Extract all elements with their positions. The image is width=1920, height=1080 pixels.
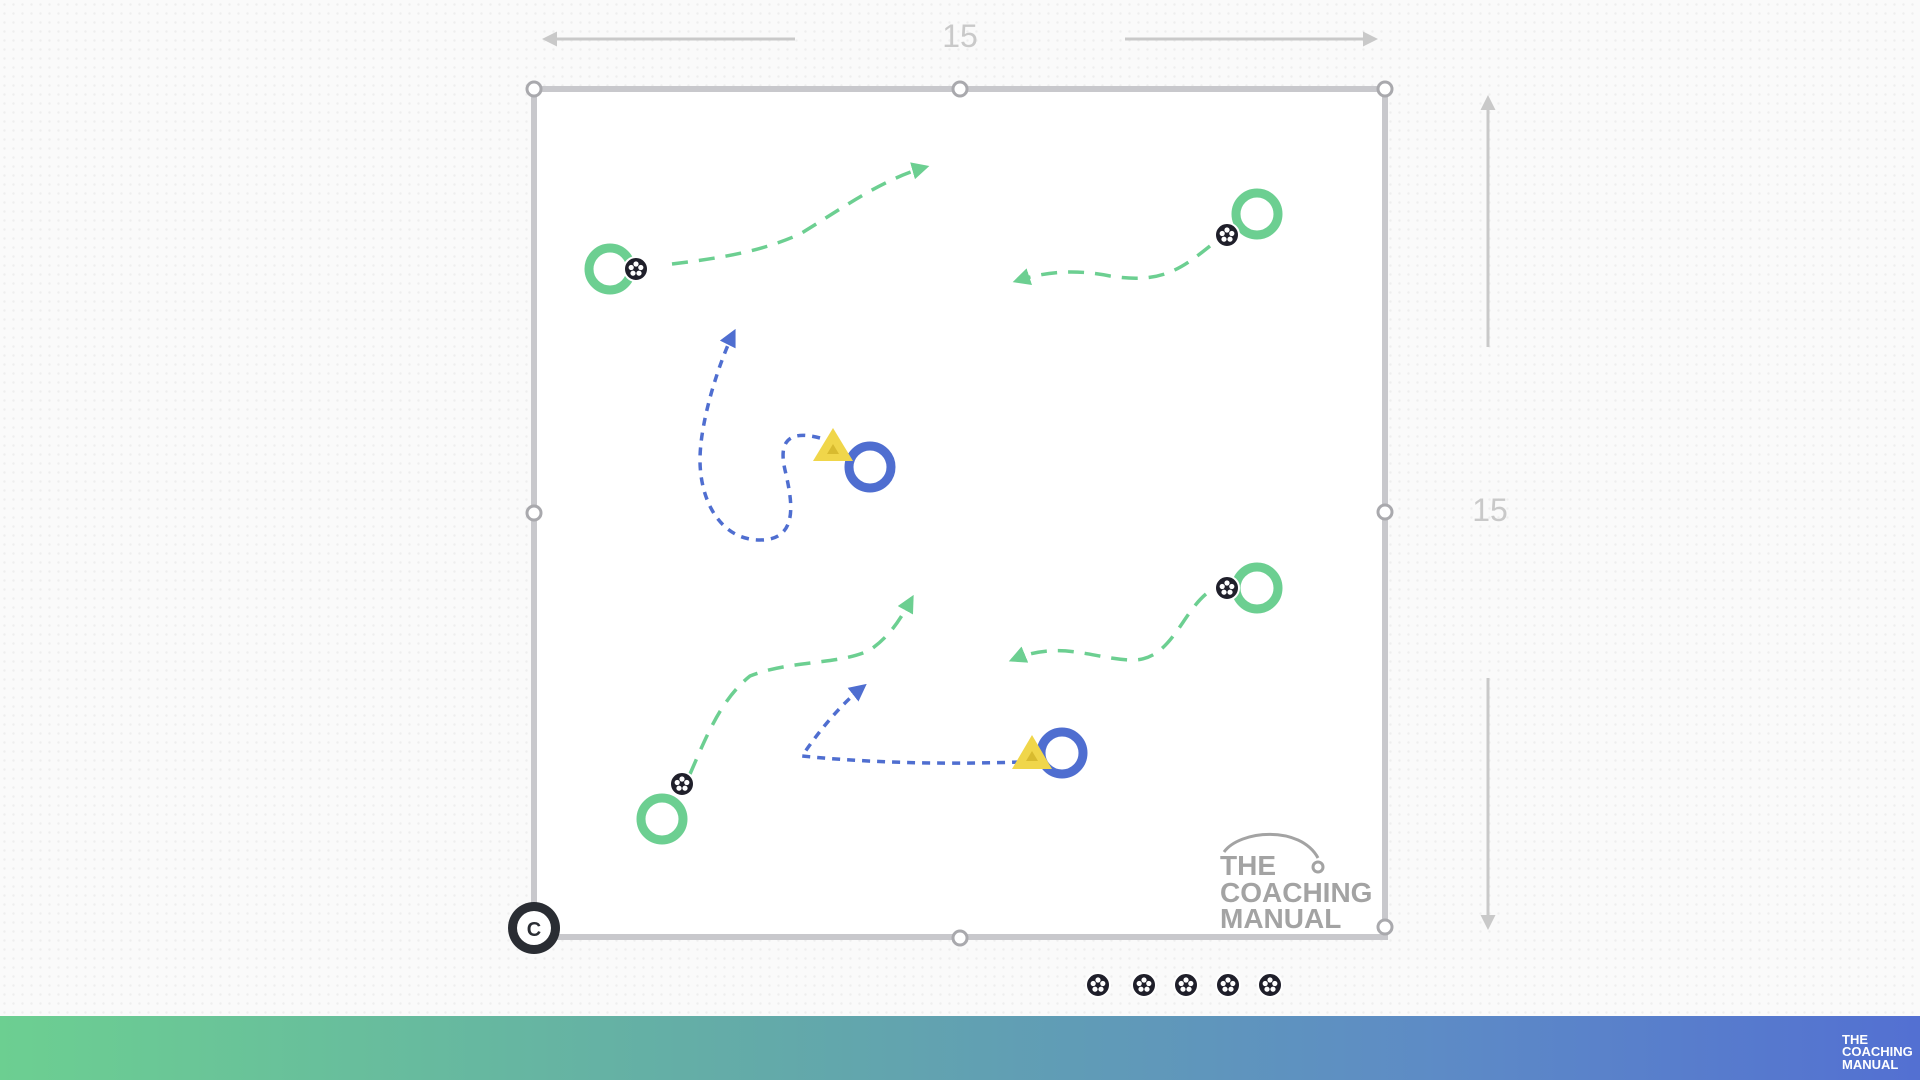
- soccer-ball-icon: [1257, 972, 1283, 998]
- footer-logo-line-2: COACHING: [1842, 1044, 1913, 1060]
- soccer-ball-icon: [1214, 222, 1240, 248]
- dribble-path-3: [1008, 592, 1208, 663]
- field-width-label: 15: [942, 18, 978, 54]
- coach-icon: C: [508, 902, 560, 954]
- dribble-path-2: [1012, 244, 1212, 286]
- soccer-ball-icon: [1085, 972, 1111, 998]
- soccer-ball-icon: [1131, 972, 1157, 998]
- green-player: [1231, 188, 1283, 240]
- field-handles: [525, 80, 1394, 947]
- blue-run-paths: [698, 328, 1021, 765]
- footer-logo-line-3: MANUAL: [1842, 1056, 1899, 1072]
- blue-player: [844, 441, 896, 493]
- dribble-path-4: [688, 594, 914, 775]
- green-player: [636, 793, 688, 845]
- soccer-ball-icon: [1214, 575, 1240, 601]
- cones: [813, 428, 1052, 769]
- footer-logo: THE COACHING MANUAL: [1842, 1032, 1913, 1072]
- coach-badge-letter: C: [527, 919, 541, 941]
- soccer-ball-icon: [623, 256, 649, 282]
- spare-balls: [1085, 972, 1283, 998]
- watermark-line-2: COACHING: [1220, 876, 1373, 908]
- field-area: [531, 86, 1388, 940]
- soccer-ball-icon: [1173, 972, 1199, 998]
- run-path-2: [798, 683, 1021, 765]
- watermark-arc-icon: [1222, 832, 1325, 874]
- footer-logo-line-1: THE: [1842, 1032, 1868, 1047]
- cone-icon: [1012, 735, 1052, 769]
- coaching-manual-watermark: THE COACHING MANUAL: [1220, 850, 1373, 935]
- watermark-line-3: MANUAL: [1220, 903, 1342, 935]
- green-dribble-paths: [671, 162, 1212, 775]
- run-path-1: [698, 328, 821, 542]
- cone-icon: [813, 428, 853, 461]
- watermark-line-1: THE: [1220, 850, 1276, 881]
- soccer-ball-icon: [1215, 972, 1241, 998]
- footer-gradient-bar: [0, 1016, 1920, 1080]
- field-height-label: 15: [1472, 492, 1508, 528]
- soccer-ball-icon: [669, 771, 695, 797]
